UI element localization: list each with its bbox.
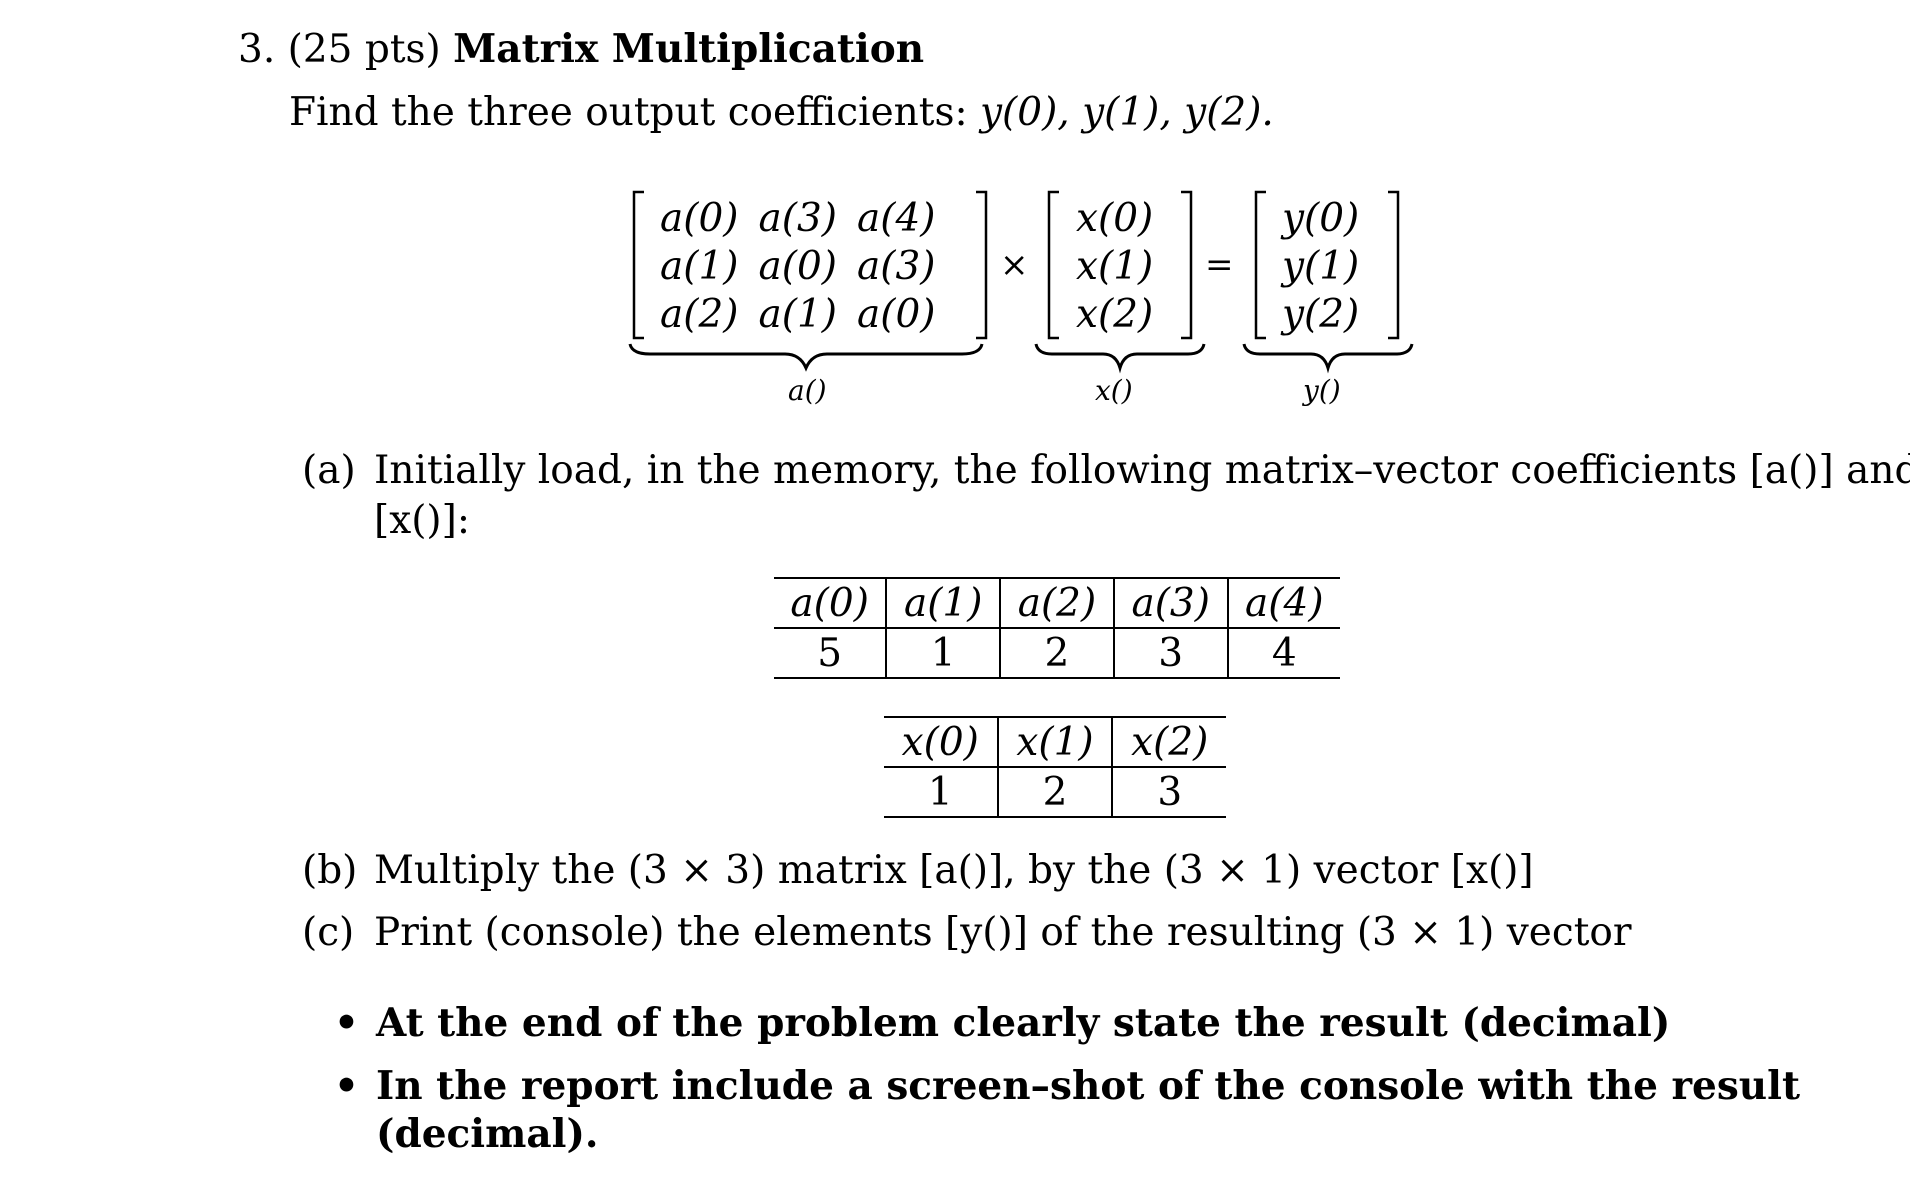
bullet-dot-icon: • [334,1063,359,1109]
bullet-text-line2: (decimal). [376,1111,599,1157]
x-table-value: 3 [1111,767,1226,818]
problem-number: 3. [238,27,276,72]
intro-math: y(0), y(1), y(2). [980,90,1274,135]
part-a-line1: Initially load, in the memory, the follo… [374,448,1910,493]
part-c-text: Print (console) the elements [y()] of th… [374,910,1632,955]
a-table-value: 5 [774,628,887,679]
matrix-cell: a(0) [857,291,936,337]
part-b-label: (b) [302,848,358,893]
problem-title: Matrix Multiplication [453,26,925,72]
a-table-header-row: a(0) a(1) a(2) a(3) a(4) [774,577,1340,629]
x-memory-table: x(0) x(1) x(2) 1 2 3 [884,716,1226,818]
part-c-label: (c) [302,910,355,955]
vector-cell: y(0) [1282,195,1360,241]
matrix-cell: a(2) [660,291,739,337]
a-table-value: 2 [999,628,1114,679]
matrix-a-row: a(1) a(0) a(3) [650,242,946,290]
vector-cell: y(1) [1282,243,1360,289]
bullet-dot-icon: • [334,1000,359,1046]
label-x: x() [1095,374,1133,407]
part-c: (c) Print (console) the elements [y()] o… [302,910,1762,955]
matrix-a-brackets [632,190,988,340]
problem-intro: Find the three output coefficients: y(0)… [289,90,1274,135]
vector-cell: x(2) [1076,291,1154,337]
x-table-value-row: 1 2 3 [884,767,1226,818]
matrix-cell: a(1) [758,291,838,337]
intro-text: Find the three output coefficients: [289,90,981,135]
bullet-text: At the end of the problem clearly state … [376,1000,1671,1046]
a-table-header: a(1) [885,577,1001,629]
matrix-cell: a(1) [660,243,739,289]
matrix-a-row: a(0) a(3) a(4) [650,194,946,242]
matrix-a-row: a(2) a(1) a(0) [650,290,946,338]
vector-cell: y(2) [1282,291,1360,337]
matrix-cell: a(0) [660,195,739,241]
matrix-cell: a(4) [857,195,936,241]
vector-cell: x(1) [1076,243,1154,289]
x-table-header: x(1) [996,716,1113,768]
a-memory-table: a(0) a(1) a(2) a(3) a(4) 5 1 2 3 4 [774,577,1340,679]
a-table-header: a(4) [1226,577,1340,629]
vector-y-brackets [1254,190,1400,340]
part-b: (b) Multiply the (3 × 3) matrix [a()], b… [302,848,1762,893]
underbrace-x [1034,343,1206,374]
underbrace-a [628,343,984,372]
problem-points: (25 pts) [287,27,441,72]
a-table-value: 1 [885,628,1001,679]
a-table-value: 3 [1112,628,1228,679]
x-table-header-row: x(0) x(1) x(2) [884,716,1226,768]
x-table-value: 1 [884,767,998,818]
x-table-header: x(2) [1111,716,1226,768]
matrix-a: a(0) a(3) a(4) a(1) a(0) a(3) a(2) a(1) … [650,194,946,338]
label-a: a() [788,374,827,407]
problem-heading: 3. (25 pts) Matrix Multiplication [238,26,924,72]
vector-x: x(0) x(1) x(2) [1066,194,1163,338]
matrix-cell: a(3) [758,195,838,241]
a-table-header: a(3) [1112,577,1228,629]
part-a: (a) Initially load, in the memory, the f… [302,448,1910,543]
x-table-value: 2 [996,767,1113,818]
vector-y: y(0) y(1) y(2) [1272,194,1369,338]
bullet-text-line1: In the report include a screen–shot of t… [376,1063,1800,1109]
a-table-value: 4 [1226,628,1340,679]
matrix-equation: a(0) a(3) a(4) a(1) a(0) a(3) a(2) a(1) … [0,0,1910,420]
matrix-cell: a(3) [857,243,936,289]
underbraces [628,343,1414,374]
part-b-text: Multiply the (3 × 3) matrix [a()], by th… [374,848,1534,893]
label-y: y() [1303,374,1341,407]
times-operator: × [1000,245,1029,285]
vector-x-brackets [1047,190,1193,340]
x-table-header: x(0) [884,716,998,768]
a-table-header: a(2) [999,577,1114,629]
vector-cell: x(0) [1076,195,1154,241]
underbrace-y [1242,343,1414,374]
part-a-label: (a) [302,448,356,493]
a-table-value-row: 5 1 2 3 4 [774,628,1340,679]
equals-operator: = [1205,245,1234,285]
a-table-header: a(0) [774,577,887,629]
part-a-line2: [x()]: [374,498,470,543]
matrix-cell: a(0) [758,243,838,289]
